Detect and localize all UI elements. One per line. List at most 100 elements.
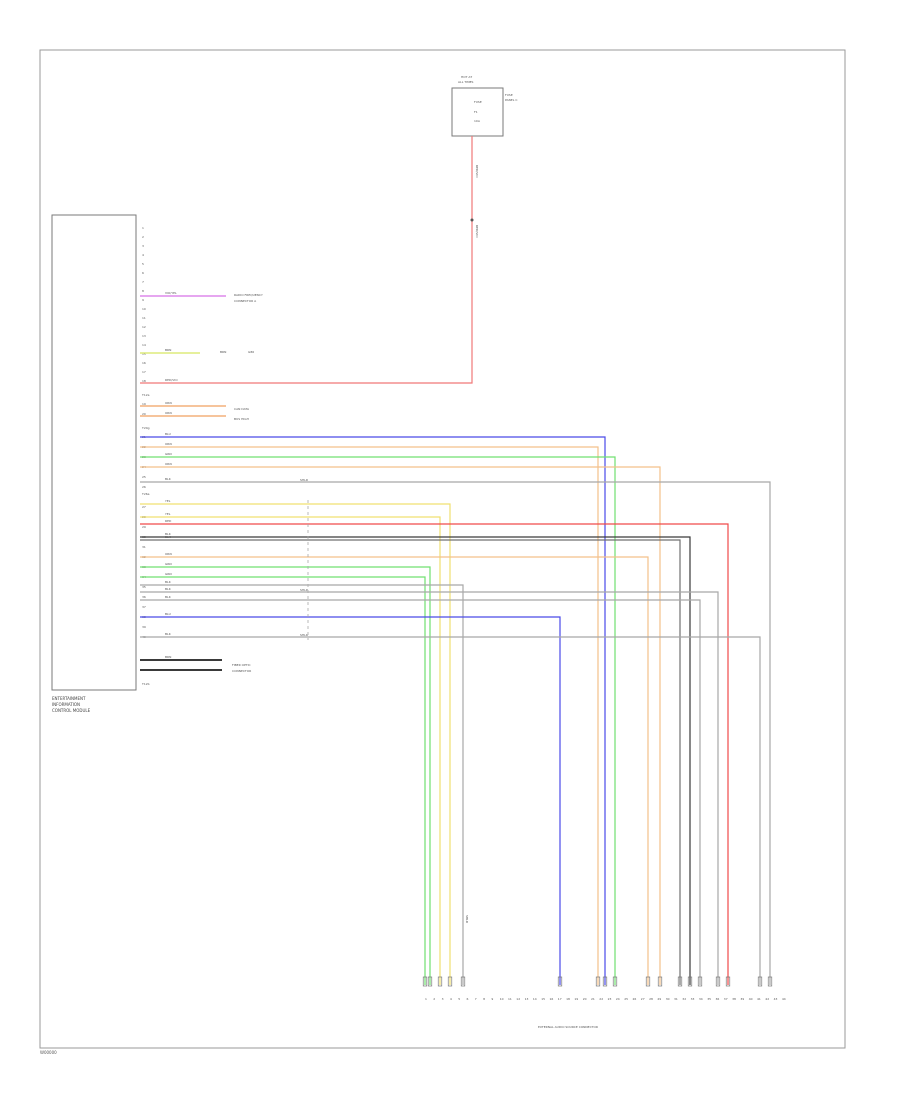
control-module: ENTERTAINMENT INFORMATION CONTROL MODULE… (51, 214, 150, 713)
fuse-inside-3: 10A (474, 119, 481, 123)
bus-wire (140, 591, 719, 985)
connector-terminal (437, 976, 443, 987)
bus-wire-label: RED (165, 519, 172, 523)
module-pin-label: 37 (142, 605, 146, 609)
connector-pin-label: 24 (616, 997, 620, 1001)
connector-pin-label: 44 (782, 997, 786, 1001)
bus-wire-tag: SHLD (300, 588, 309, 592)
connector-terminal (697, 976, 703, 987)
bus-wire-label: GRN (165, 572, 172, 576)
connector-terminal (422, 976, 428, 987)
bus-wire (140, 481, 771, 985)
module-pin-label: 16 (142, 361, 146, 365)
connector-pin-label: 21 (591, 997, 595, 1001)
fuse-title-2: ALL TIMES (458, 80, 474, 84)
module-pin-label: 7 (142, 280, 144, 284)
module-pin-label: 8 (142, 289, 144, 293)
stub-dest-fiber-2: CONNECTOR (232, 669, 251, 673)
bus-wire (140, 436, 606, 985)
bus-wire (140, 566, 431, 985)
connector-terminal (460, 976, 466, 987)
connector-pin-label: 17 (558, 997, 562, 1001)
module-pin-label: 25 (142, 475, 146, 479)
stub-label-violet: VIO/YEL (165, 291, 177, 295)
connector-title: EXTERNAL AUDIO SOURCE CONNECTOR (538, 1025, 598, 1029)
bus-wire-label: BLK (165, 587, 172, 591)
connector-pin-label: 4 (450, 997, 452, 1001)
connector-pin-label: 2 (433, 997, 435, 1001)
module-pin-label: 36 (142, 595, 146, 599)
connector-pin-label: 15 (541, 997, 545, 1001)
connector-terminal (447, 976, 453, 987)
module-box (51, 214, 137, 691)
bus-wire-tag: SHLD (300, 478, 309, 482)
bus-wire (140, 636, 761, 985)
fuse-inside-2: F1 (474, 110, 478, 114)
connector-terminal (595, 976, 601, 987)
bus-wire (140, 523, 729, 985)
connector-pin-label: 26 (633, 997, 637, 1001)
fuse-wire-label-2: RED/VIO (475, 225, 479, 238)
stub-label-redvio: RED/VIO (165, 378, 178, 382)
power-feed: RED/VIO RED/VIO (140, 136, 479, 384)
connector-terminal (602, 976, 608, 987)
module-pin-label: 19 (142, 402, 146, 406)
bus-wire (140, 616, 561, 985)
connector-pin-label: 38 (732, 997, 736, 1001)
bus-wire (140, 516, 441, 985)
module-pin-label: 11 (142, 316, 146, 320)
connector-pin-label: 13 (525, 997, 529, 1001)
connector-pin-label: 5 (458, 997, 460, 1001)
connector-pin-label: 43 (774, 997, 778, 1001)
bus-wire-label: YEL (165, 512, 171, 516)
connector-tag-1: T12a (141, 393, 150, 397)
stub-label-orange-1: ORN (165, 401, 172, 405)
connector-pin-label: 37 (724, 997, 728, 1001)
stub-dest-fiber-1: FIBER OPTIC (232, 663, 251, 667)
connector-pin-label: 23 (608, 997, 612, 1001)
connector-terminal (767, 976, 773, 987)
connector-terminal (757, 976, 763, 987)
connector-pin-label: 39 (740, 997, 744, 1001)
fuse-side-2: PANEL C (505, 98, 518, 102)
connector-pin-label: 14 (533, 997, 537, 1001)
connector-pin-label: 6 (467, 997, 469, 1001)
stub-dest-orange-2: BUS HIGH (234, 417, 249, 421)
connector-pin-label: 1 (425, 997, 427, 1001)
connector-pin-label: 28 (649, 997, 653, 1001)
stub-dest-violet-1: RADIO FREQUENCY (234, 293, 263, 297)
bus-wire-label: ORN (165, 462, 172, 466)
bus-wire (140, 503, 451, 985)
bus-wire-label: BLK (165, 532, 172, 536)
bus-wire (140, 576, 426, 985)
diagram-footer: W00000 (40, 1050, 57, 1055)
bus-wire (140, 539, 681, 985)
fuse-wire-connector (470, 218, 474, 222)
fuse-wire (140, 136, 473, 384)
connector-pin-label: 7 (475, 997, 477, 1001)
connector-terminal (645, 976, 651, 987)
connector-pin-label: 19 (574, 997, 578, 1001)
stub-label-fiber: BRN (165, 655, 171, 659)
bus-wire-label: BLK (165, 580, 172, 584)
connector-shield-label: SHLD (465, 915, 469, 924)
stub-dest-brown-2: G86 (248, 350, 254, 354)
fuse-title-1: HOT AT (461, 75, 472, 79)
bus-wire-label: BLK (165, 632, 172, 636)
bus-wire-label: BLK (165, 477, 172, 481)
bus-wire (140, 584, 464, 985)
connector-terminal (557, 976, 563, 987)
fuse-box (451, 87, 504, 137)
connector-terminal (657, 976, 663, 987)
stub-dest-violet-2: CONNECTOR A (234, 299, 257, 303)
stub-dest-orange-1: CAN DATA (234, 407, 250, 411)
stub-label-brown: BRN (165, 348, 171, 352)
stub-wires: VIO/YEL RADIO FREQUENCY CONNECTOR A BRN … (140, 291, 263, 673)
bus-wire (140, 536, 691, 985)
connector-pin-label: 32 (682, 997, 686, 1001)
connector-terminal (677, 976, 683, 987)
module-pin-label: 26 (142, 485, 146, 489)
connector-tag-4: T12b (141, 682, 150, 686)
